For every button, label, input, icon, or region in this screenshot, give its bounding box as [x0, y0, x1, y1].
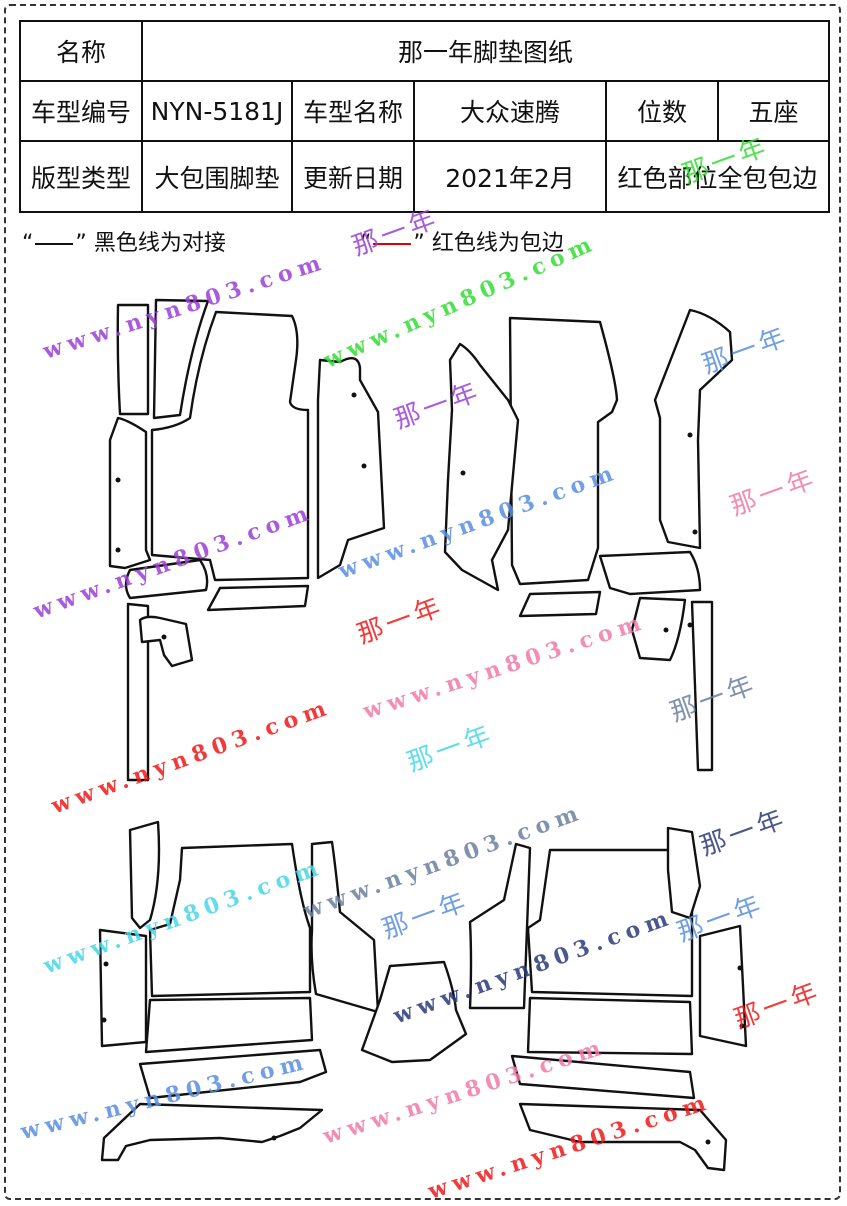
mat-piece	[150, 310, 310, 582]
drawing-title: 那一年脚垫图纸	[140, 20, 831, 82]
red-line-swatch	[373, 243, 412, 245]
mat-piece	[116, 303, 150, 416]
mat-piece	[443, 342, 520, 592]
seats-label: 位数	[605, 80, 719, 142]
mat-piece	[526, 996, 694, 1056]
mat-piece	[108, 416, 152, 570]
mat-piece	[360, 960, 468, 1064]
mat-piece	[316, 356, 386, 580]
edge-note: 红色部位全包包边	[604, 140, 831, 213]
mat-piece	[598, 550, 702, 596]
type-label: 版型类型	[19, 140, 143, 213]
model-name-label: 车型名称	[291, 80, 415, 142]
mat-piece	[468, 842, 532, 1010]
page-border	[4, 4, 841, 1200]
name-label: 名称	[19, 20, 143, 82]
mat-piece	[148, 842, 312, 998]
mat-piece	[630, 596, 687, 662]
date-label: 更新日期	[291, 140, 415, 213]
black-line-swatch	[35, 243, 74, 245]
mat-piece	[698, 924, 748, 1048]
mat-piece	[152, 298, 210, 420]
model-code-value: NYN-5181J	[141, 80, 293, 142]
mat-piece	[518, 590, 602, 618]
type-value: 大包围脚垫	[141, 140, 293, 213]
mat-piece	[100, 1102, 324, 1162]
seats-value: 五座	[716, 80, 831, 142]
quote-open: “	[22, 231, 34, 256]
mat-piece	[126, 602, 150, 782]
mat-piece	[98, 928, 148, 1048]
legend-black: “ ” 黑色线为对接	[22, 226, 226, 262]
legend-red-text: 红色线为包边	[431, 231, 564, 256]
quote-close: ”	[75, 231, 87, 256]
mat-piece	[518, 1102, 728, 1172]
model-name-value: 大众速腾	[413, 80, 607, 142]
mat-piece	[144, 996, 314, 1054]
mat-piece	[206, 584, 310, 612]
legend-black-text: 黑色线为对接	[93, 231, 226, 256]
model-code-label: 车型编号	[19, 80, 143, 142]
quote-open: “	[360, 231, 372, 256]
mat-piece	[666, 826, 702, 920]
mat-piece	[653, 308, 734, 550]
mat-piece	[510, 1054, 696, 1100]
mat-piece	[310, 840, 380, 1014]
mat-piece	[124, 558, 209, 600]
mat-piece	[138, 615, 194, 668]
legend: “ ” 黑色线为对接 “ ” 红色线为包边	[22, 226, 742, 262]
legend-red: “ ” 红色线为包边	[360, 226, 564, 262]
mat-piece	[690, 600, 714, 772]
mat-piece	[138, 1048, 328, 1100]
date-value: 2021年2月	[413, 140, 607, 213]
info-table: 名称 那一年脚垫图纸 车型编号 NYN-5181J 车型名称 大众速腾 位数 五…	[19, 20, 831, 213]
quote-close: ”	[413, 231, 425, 256]
mat-piece	[508, 316, 619, 586]
mat-piece	[128, 820, 161, 930]
